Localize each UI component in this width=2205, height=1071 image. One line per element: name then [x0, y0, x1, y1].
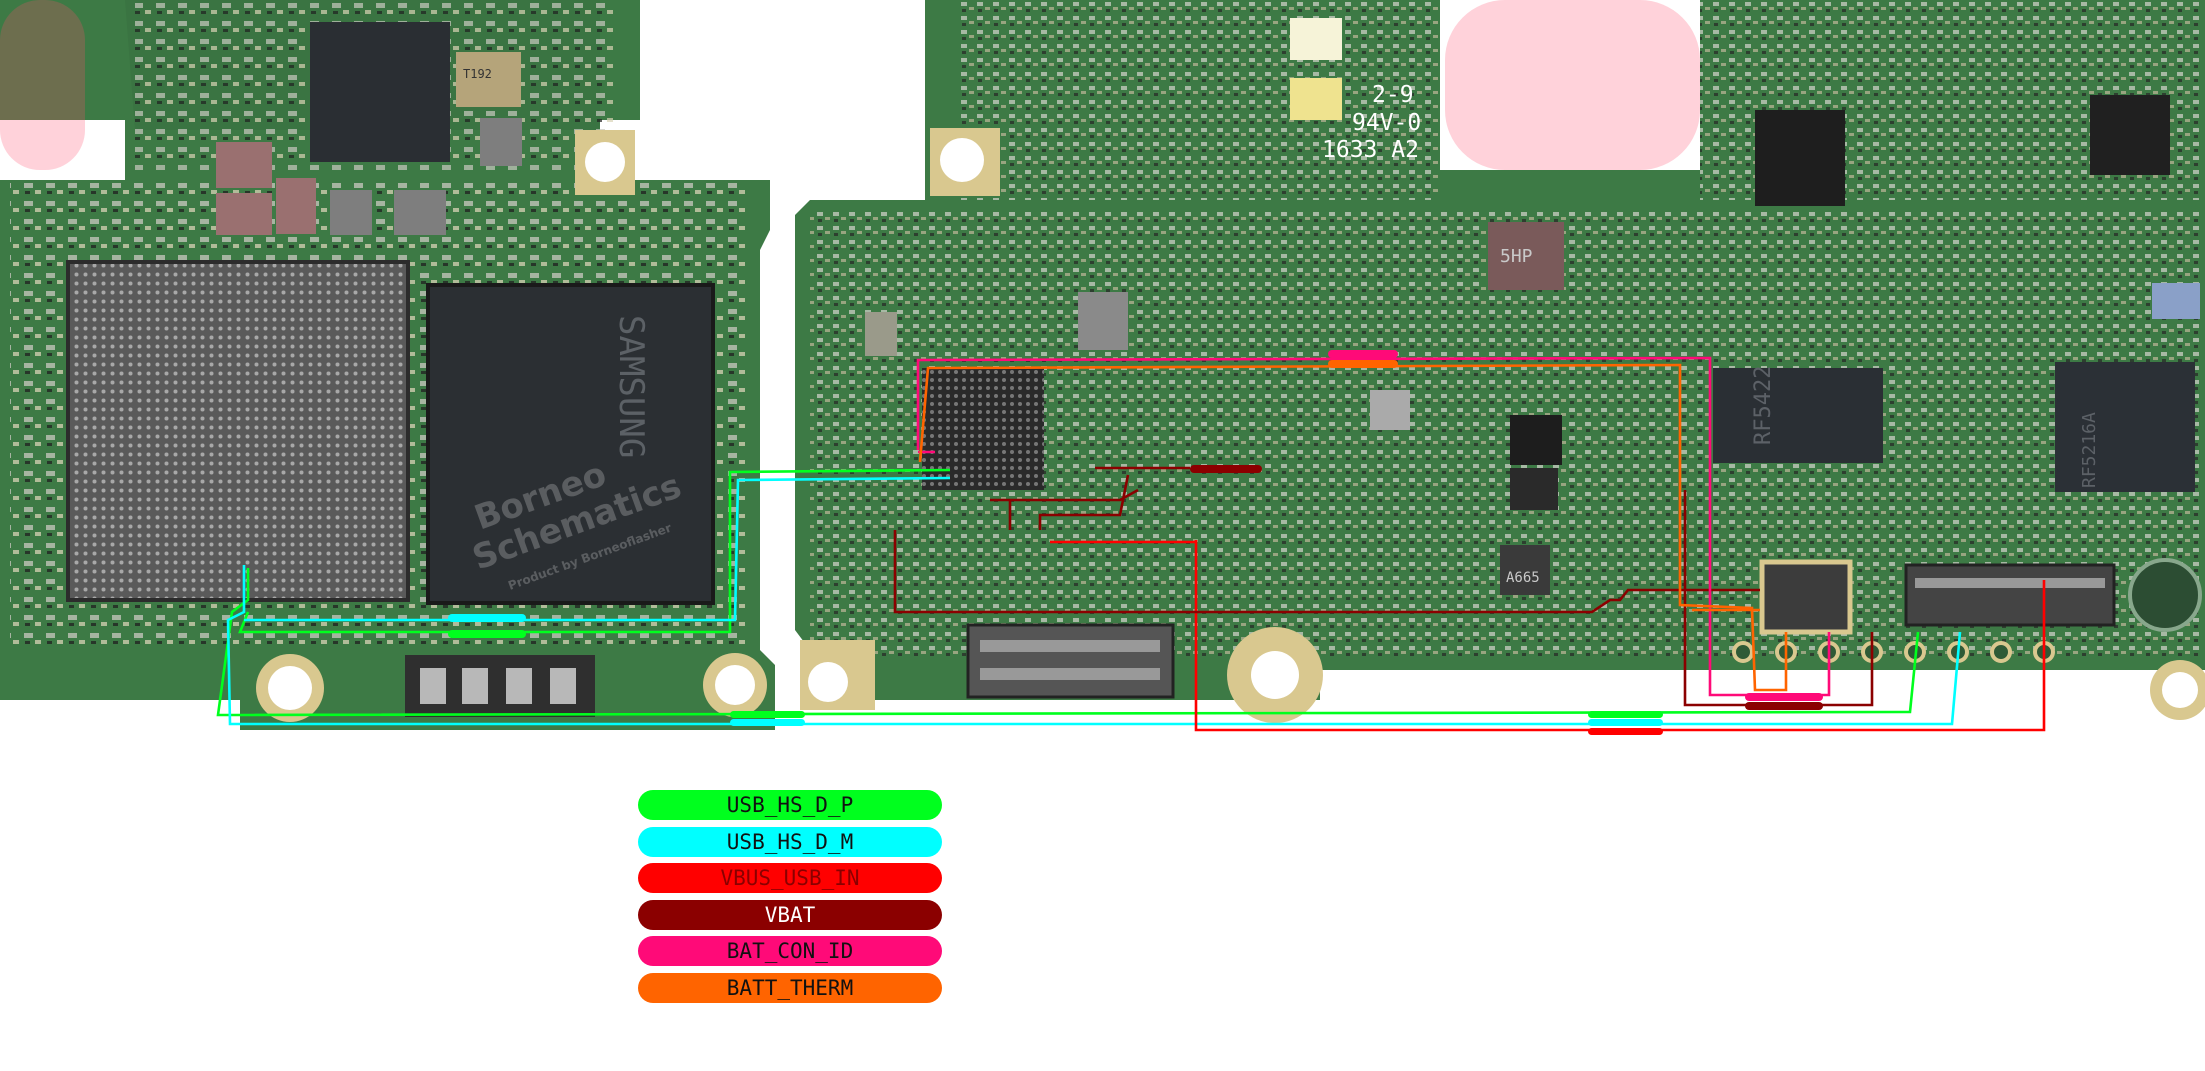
upper-chip — [310, 22, 450, 162]
connectors — [966, 559, 2116, 699]
legend-bat-con-id-label: BAT_CON_ID — [726, 939, 854, 963]
rf5422-label: RF5422 — [1751, 366, 1776, 445]
led-pad-1 — [1290, 18, 1342, 60]
t192-label: T192 — [463, 67, 492, 81]
mounting-holes — [256, 128, 2205, 723]
legend-vbat-label: VBAT — [764, 903, 816, 927]
legend-vbus-usb-in-label: VBUS_USB_IN — [720, 866, 860, 890]
marking-line1: 2-9 — [1372, 82, 1414, 108]
legend-batt-therm-label: BATT_THERM — [726, 976, 854, 1000]
legend-usb-hs-d-m-label: USB_HS_D_M — [726, 830, 854, 854]
oscillator — [456, 52, 521, 107]
legend-vbat: VBAT — [638, 900, 942, 930]
legend-batt-therm: BATT_THERM — [638, 973, 942, 1003]
therm-trace — [918, 363, 1788, 692]
legend-vbus-usb-in: VBUS_USB_IN — [638, 863, 942, 893]
net-tags — [448, 350, 1823, 735]
net-traces — [216, 356, 2046, 732]
legend-usb-hs-d-p-label: USB_HS_D_P — [726, 793, 854, 817]
usb-p-trace — [216, 468, 1920, 717]
legend-usb-hs-d-p: USB_HS_D_P — [638, 790, 942, 820]
inductor-group — [216, 118, 522, 235]
usb-port-pads — [405, 655, 595, 717]
samsung-label: SAMSUNG — [611, 315, 651, 458]
chip-5hp-label: 5HP — [1500, 246, 1533, 267]
led-pad-2 — [1290, 78, 1342, 120]
marking-line2: 94V-0 — [1352, 110, 1421, 136]
bga-processor — [66, 260, 410, 602]
watermark-tint — [0, 0, 1700, 170]
rf-chips — [1713, 95, 2200, 492]
marking-line3: 1633 A2 — [1322, 137, 1419, 163]
chip-a665-label: A665 — [1506, 570, 1540, 586]
board-marking: 2-9 94V-0 1633 A2 — [1322, 82, 1421, 163]
pmic-area — [865, 222, 1564, 595]
rf5216-label: RF5216A — [2079, 412, 2100, 488]
legend-usb-hs-d-m: USB_HS_D_M — [638, 827, 942, 857]
memory-chip — [426, 283, 715, 605]
legend-bat-con-id: BAT_CON_ID — [638, 936, 942, 966]
